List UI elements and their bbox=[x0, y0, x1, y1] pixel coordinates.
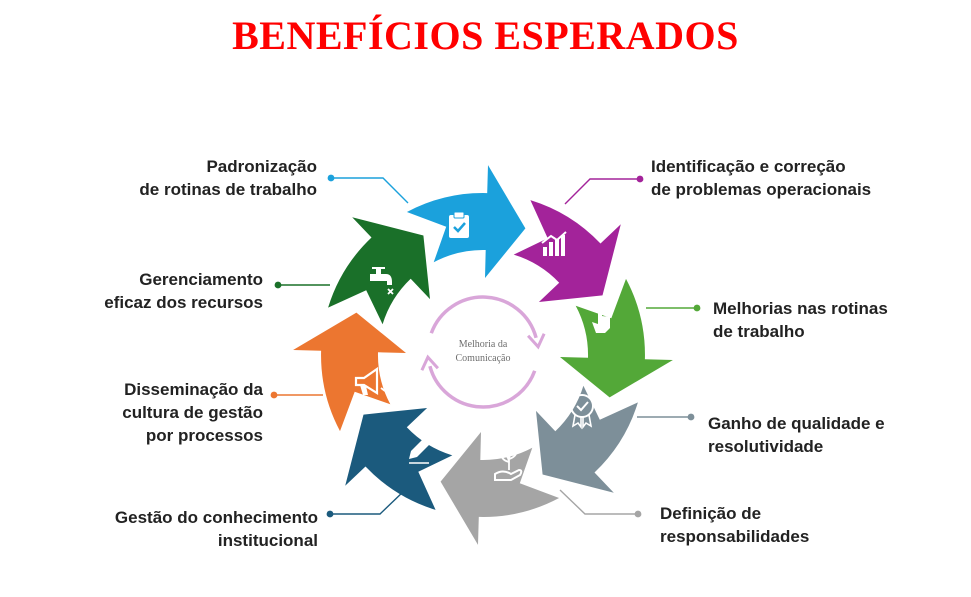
hand-plant-icon bbox=[494, 450, 523, 481]
segment-gestao-conhecimento bbox=[345, 408, 453, 510]
label-gestao-conhecimento: Gestão do conhecimento institucional bbox=[114, 508, 318, 550]
award-badge-icon bbox=[570, 394, 594, 430]
leader-disseminacao bbox=[270, 391, 323, 399]
label-melhorias: Melhorias nas rotinas de trabalho bbox=[713, 299, 888, 341]
center-arrow-top bbox=[429, 295, 538, 339]
leader-definicao bbox=[559, 489, 642, 518]
page-title: BENEFÍCIOS ESPERADOS bbox=[232, 13, 739, 58]
segment-definicao bbox=[440, 432, 560, 545]
segment-ganho-qualidade bbox=[536, 385, 638, 493]
pencil-icon bbox=[409, 437, 431, 464]
label-gerenciamento: Gerenciamento eficaz dos recursos bbox=[104, 270, 263, 312]
center-cycle: Melhoria da Comunicação bbox=[420, 295, 546, 409]
center-text-line2: Comunicação bbox=[456, 353, 511, 364]
label-identificacao: Identificação e correção de problemas op… bbox=[651, 157, 872, 199]
label-definicao: Definição de responsabilidades bbox=[660, 504, 810, 546]
leader-gerenciamento bbox=[274, 281, 330, 289]
center-text-line1: Melhoria da bbox=[459, 339, 508, 350]
segment-identificacao bbox=[513, 200, 621, 302]
clipboard-check-icon bbox=[449, 211, 469, 238]
leader-ganho-qualidade bbox=[637, 413, 695, 421]
center-arrowhead-left bbox=[420, 354, 439, 371]
leader-identificacao bbox=[564, 175, 644, 205]
megaphone-icon bbox=[354, 366, 387, 395]
center-arrowhead-right bbox=[527, 333, 546, 350]
label-disseminacao: Disseminação da cultura de gestão por pr… bbox=[122, 380, 263, 445]
hand-pointer-icon bbox=[592, 304, 610, 333]
leader-gestao-conhecimento bbox=[326, 489, 406, 518]
segment-disseminacao bbox=[293, 312, 406, 432]
label-ganho-qualidade: Ganho de qualidade e resolutividade bbox=[708, 414, 885, 456]
leader-padronizacao bbox=[327, 174, 409, 204]
faucet-icon bbox=[370, 267, 394, 295]
leader-melhorias bbox=[646, 304, 701, 312]
bar-chart-icon bbox=[541, 231, 567, 256]
segment-melhorias bbox=[560, 278, 673, 398]
center-arrow-bottom bbox=[428, 365, 537, 409]
label-padronizacao: Padronização de rotinas de trabalho bbox=[139, 157, 317, 199]
